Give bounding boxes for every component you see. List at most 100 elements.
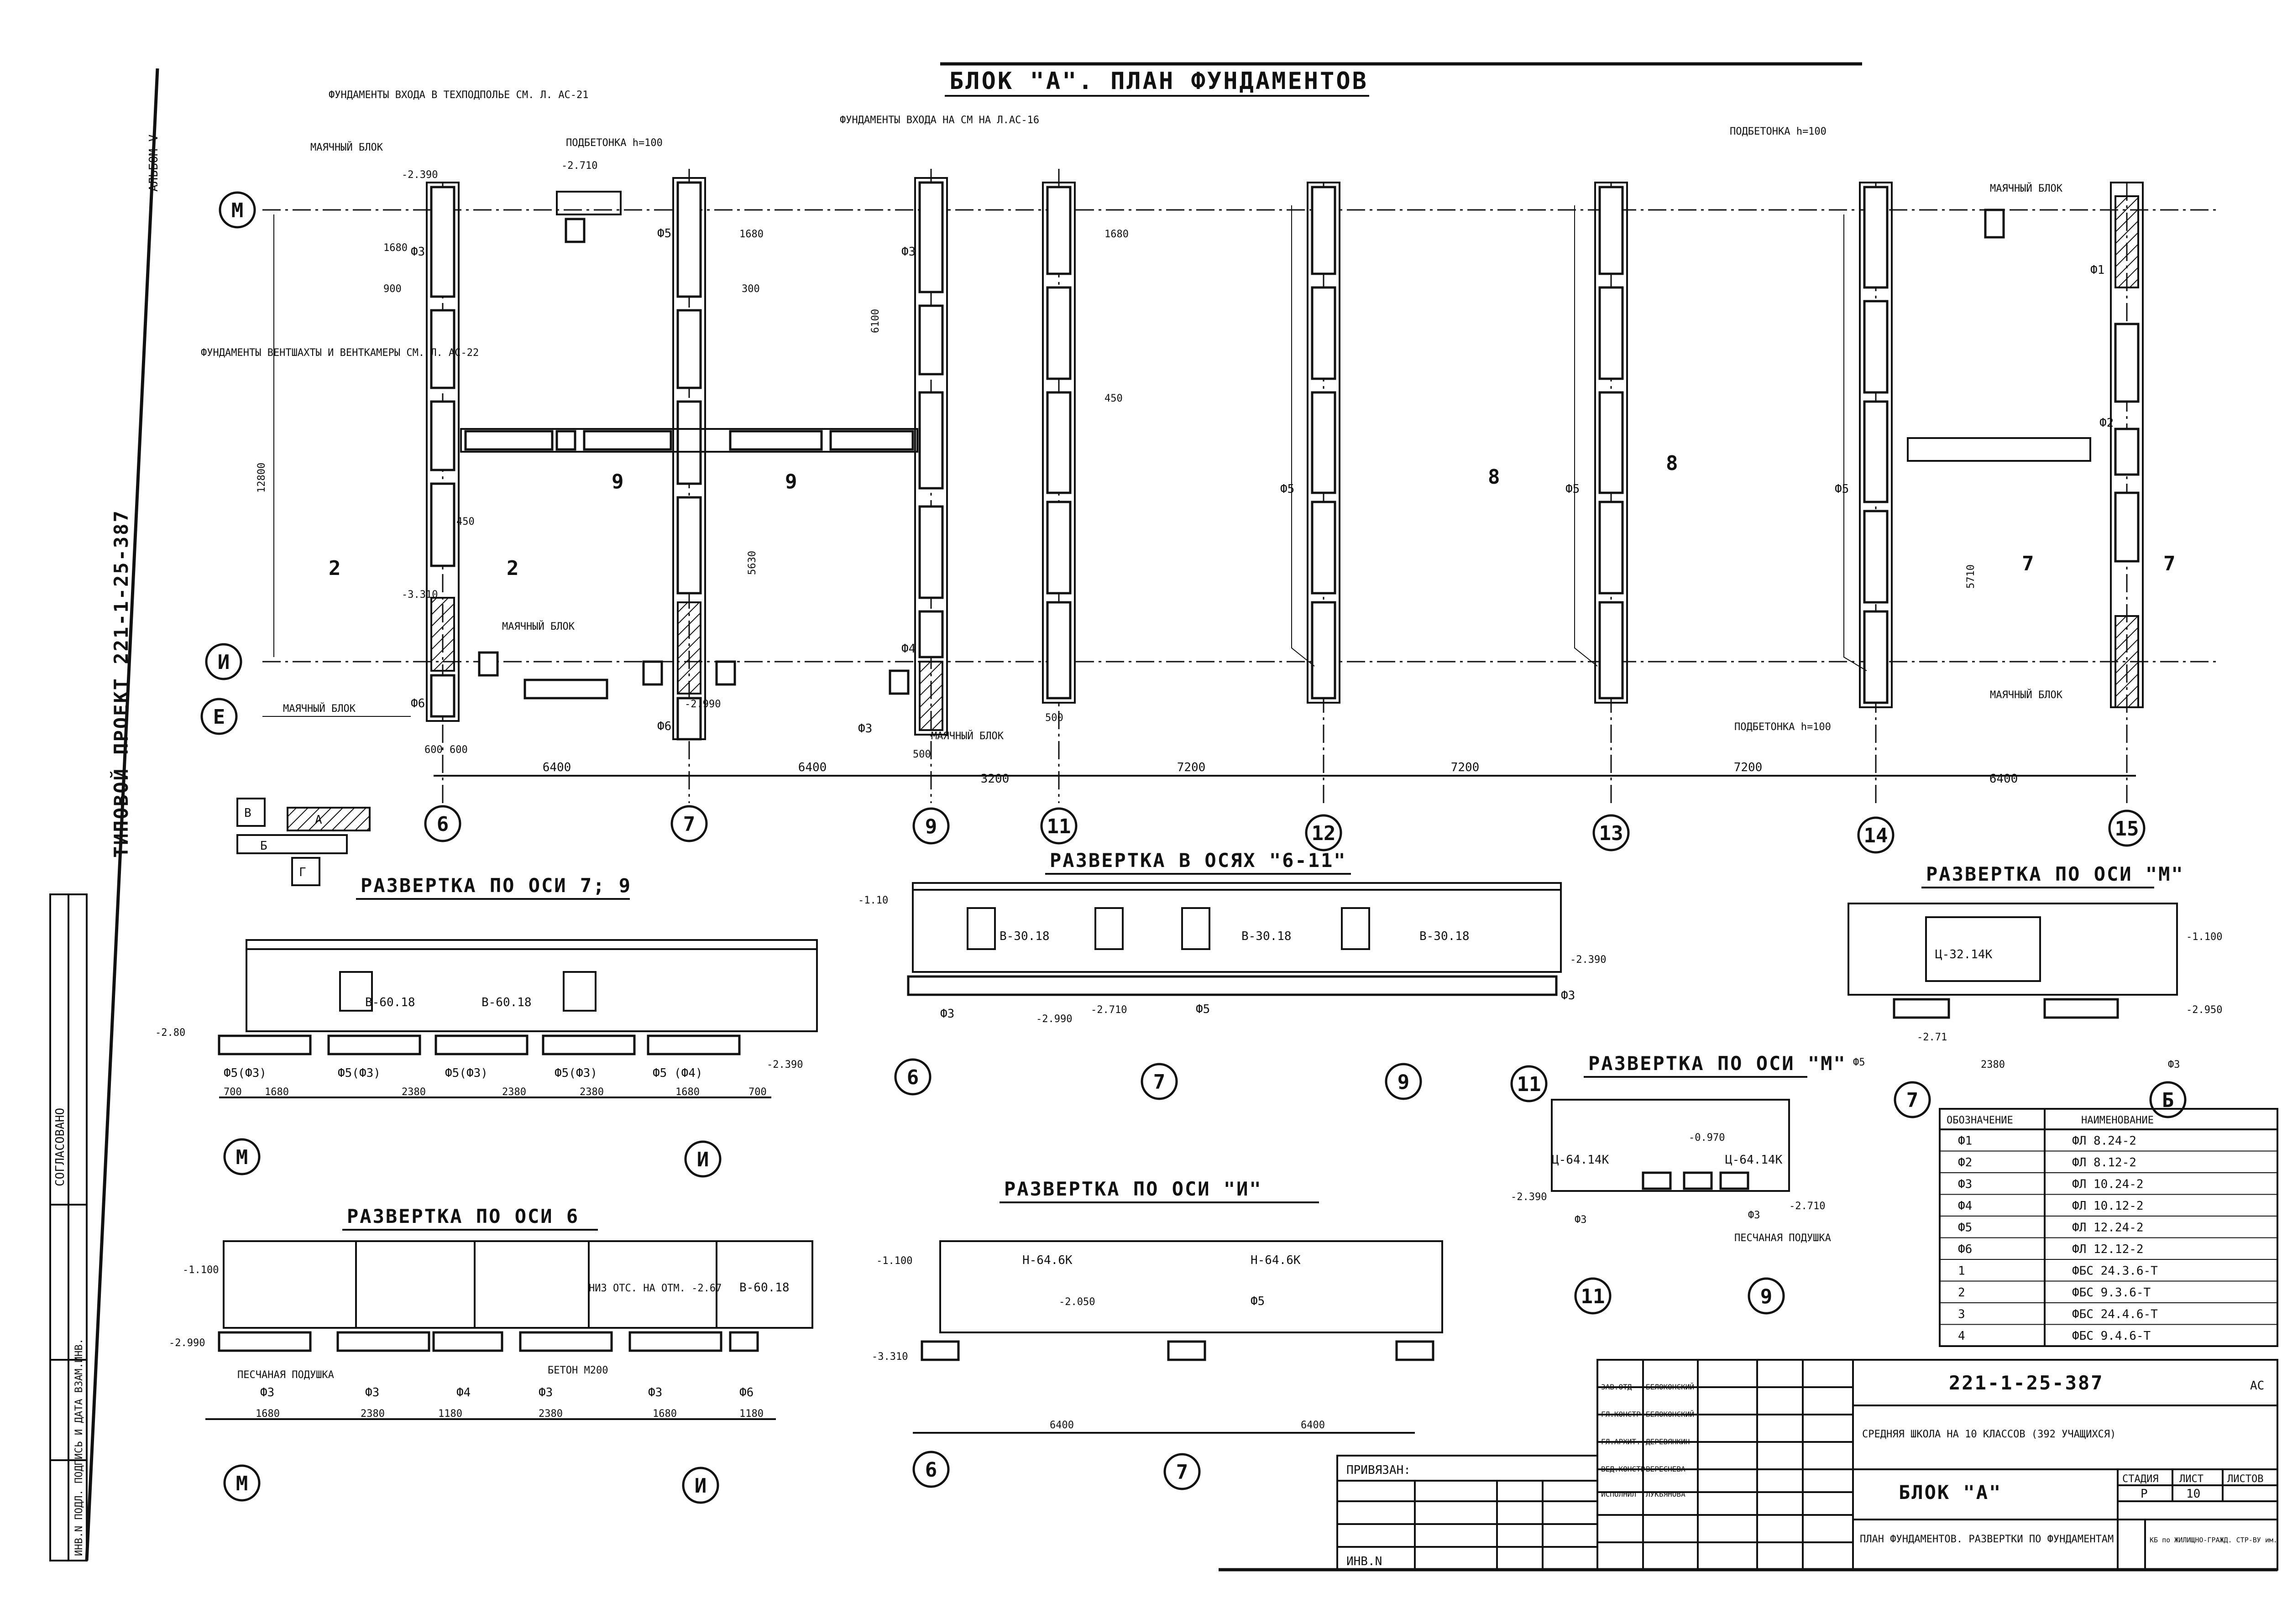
axis-bubble-I: И <box>205 643 242 680</box>
axis-bubble-13: 13 <box>1592 814 1630 851</box>
svg-text:ПОДБЕТОНКА h=100: ПОДБЕТОНКА h=100 <box>1730 126 1827 137</box>
svg-text:-2.950: -2.950 <box>2186 1004 2222 1016</box>
svg-text:Ф3: Ф3 <box>648 1386 662 1399</box>
svg-text:В-30.18: В-30.18 <box>1241 929 1292 943</box>
svg-text:В: В <box>244 806 251 820</box>
svg-text:Ф1: Ф1 <box>2090 263 2104 277</box>
svg-text:Ц-32.14К: Ц-32.14К <box>1935 948 1993 961</box>
svg-text:М: М <box>236 1146 248 1169</box>
svg-text:Ф5(Ф3): Ф5(Ф3) <box>445 1066 488 1080</box>
svg-text:И: И <box>695 1474 707 1498</box>
svg-text:Ф3: Ф3 <box>940 1007 954 1021</box>
spec-table: ОБОЗНАЧЕНИЕ НАИМЕНОВАНИЕ <box>1939 1108 2278 1347</box>
axis-bubble-M: М <box>219 191 256 229</box>
side-album-text: АЛЬБОМ V <box>147 135 161 192</box>
svg-text:Ф5(Ф3): Ф5(Ф3) <box>224 1066 267 1080</box>
svg-text:1680: 1680 <box>265 1086 289 1098</box>
svg-text:2: 2 <box>329 557 341 580</box>
svg-text:Ф3: Ф3 <box>1575 1214 1587 1226</box>
svg-text:СТАДИЯ: СТАДИЯ <box>2122 1473 2158 1485</box>
span-dimensions: 6400 6400 3200 7200 7200 7200 6400 <box>543 761 2018 786</box>
svg-text:Ф6: Ф6 <box>739 1386 754 1399</box>
svg-text:-2.71: -2.71 <box>1917 1032 1947 1043</box>
svg-text:9: 9 <box>1760 1285 1773 1308</box>
svg-text:РАЗВЕРТКА ПО ОСИ "И": РАЗВЕРТКА ПО ОСИ "И" <box>1004 1178 1262 1200</box>
spec-row-name: ФЛ 8.24-2 <box>2072 1134 2136 1148</box>
svg-text:Ф5: Ф5 <box>657 227 671 240</box>
svg-text:6400: 6400 <box>543 761 571 774</box>
svg-text:2380: 2380 <box>361 1408 385 1420</box>
svg-text:-3.310: -3.310 <box>872 1351 908 1363</box>
svg-text:В-60.18: В-60.18 <box>739 1281 790 1295</box>
svg-text:Ф3: Ф3 <box>2168 1059 2180 1070</box>
svg-text:7: 7 <box>1176 1461 1188 1484</box>
svg-text:АС: АС <box>2250 1379 2264 1393</box>
spec-row-code: Ф4 <box>1958 1199 1972 1213</box>
svg-text:Ф5: Ф5 <box>1565 482 1580 496</box>
axis-bubble-12: 12 <box>1305 814 1342 851</box>
svg-text:ФУНДАМЕНТЫ ВХОДА НА СМ НА Л.АС: ФУНДАМЕНТЫ ВХОДА НА СМ НА Л.АС-16 <box>840 115 1039 126</box>
svg-text:12800: 12800 <box>256 463 267 493</box>
svg-text:М: М <box>236 1472 248 1495</box>
dev-M-1: РАЗВЕРТКА ПО ОСИ "М" Ц-32.14К Ф5 Ф3 -1.1… <box>1848 863 2222 1118</box>
svg-text:Ф5: Ф5 <box>1251 1295 1265 1308</box>
svg-text:15: 15 <box>2115 817 2139 841</box>
svg-text:РАЗВЕРТКА ПО ОСИ "М": РАЗВЕРТКА ПО ОСИ "М" <box>1926 863 2184 885</box>
svg-text:Ф3: Ф3 <box>1748 1210 1760 1221</box>
stamp-person: БЕЛОКОНСКИЙ <box>1646 1410 1694 1419</box>
svg-text:2380: 2380 <box>502 1086 526 1098</box>
dev-7-9: РАЗВЕРТКА ПО ОСИ 7; 9 В-60.18 В-60.18 Ф5… <box>155 874 818 1178</box>
svg-text:Ц-64.14К: Ц-64.14К <box>1552 1153 1609 1167</box>
svg-text:1180: 1180 <box>438 1408 462 1420</box>
dev-M-2: РАЗВЕРТКА ПО ОСИ "М" Ц-64.14К Ц-64.14К Ф… <box>1511 1052 1845 1315</box>
svg-text:450: 450 <box>1104 393 1123 404</box>
svg-text:7: 7 <box>2163 552 2176 575</box>
svg-text:Ц-64.14К: Ц-64.14К <box>1725 1153 1783 1167</box>
stamp-role: ЗАВ.ОТД <box>1601 1383 1632 1391</box>
svg-text:2: 2 <box>507 557 519 580</box>
svg-text:-2.990: -2.990 <box>1036 1013 1072 1025</box>
svg-text:ПЕСЧАНАЯ ПОДУШКА: ПЕСЧАНАЯ ПОДУШКА <box>1734 1232 1831 1244</box>
svg-text:Ф6: Ф6 <box>411 697 425 710</box>
stamp-role: ИСПОЛНИЛ <box>1601 1490 1636 1499</box>
svg-text:ЛИСТОВ: ЛИСТОВ <box>2227 1473 2263 1485</box>
svg-text:700: 700 <box>748 1086 767 1098</box>
svg-text:-2.390: -2.390 <box>1570 954 1606 966</box>
svg-text:КБ по ЖИЛИЩНО-ГРАЖД. СТР-ВУ им: КБ по ЖИЛИЩНО-ГРАЖД. СТР-ВУ им. В.А.ЗАЧЕ… <box>2150 1536 2282 1544</box>
svg-text:МАЯЧНЫЙ БЛОК: МАЯЧНЫЙ БЛОК <box>310 141 383 153</box>
spec-row-code: 4 <box>1958 1329 1965 1343</box>
svg-text:-2.80: -2.80 <box>155 1027 185 1039</box>
spec-row-code: Ф2 <box>1958 1156 1972 1170</box>
spec-row-name: ФЛ 12.24-2 <box>2072 1221 2144 1235</box>
svg-text:МАЯЧНЫЙ БЛОК: МАЯЧНЫЙ БЛОК <box>1990 689 2063 701</box>
spec-row-name: ФЛ 8.12-2 <box>2072 1156 2136 1170</box>
svg-text:2380: 2380 <box>1981 1059 2005 1070</box>
axis-bubble-E: Е <box>200 698 238 735</box>
svg-text:6: 6 <box>437 813 449 836</box>
svg-text:-2.390: -2.390 <box>402 169 438 181</box>
svg-text:ФУНДАМЕНТЫ ВЕНТШАХТЫ И ВЕНТКАМ: ФУНДАМЕНТЫ ВЕНТШАХТЫ И ВЕНТКАМЕРЫ СМ. Л.… <box>201 347 479 359</box>
svg-text:8: 8 <box>1488 465 1500 489</box>
side-agreed-text: СОГЛАСОВАНО <box>53 1108 67 1186</box>
dev-6-11: РАЗВЕРТКА В ОСЯХ "6-11" В-30.18 В-30.18 … <box>858 849 1606 1102</box>
stamp-person: ДЕРЕВЯНКИН <box>1646 1437 1690 1446</box>
svg-text:-2.050: -2.050 <box>1059 1296 1095 1308</box>
svg-text:МАЯЧНЫЙ БЛОК: МАЯЧНЫЙ БЛОК <box>502 621 575 632</box>
svg-text:12: 12 <box>1312 822 1336 845</box>
svg-text:Ф3: Ф3 <box>1561 989 1575 1003</box>
svg-text:РАЗВЕРТКА ПО ОСИ 6: РАЗВЕРТКА ПО ОСИ 6 <box>347 1205 579 1227</box>
svg-text:-1.100: -1.100 <box>876 1255 912 1267</box>
svg-text:450: 450 <box>456 516 475 527</box>
svg-text:6400: 6400 <box>1301 1420 1325 1431</box>
svg-text:Ф3: Ф3 <box>539 1386 553 1399</box>
svg-text:-1.100: -1.100 <box>183 1264 219 1276</box>
spec-row-name: ФЛ 10.24-2 <box>2072 1178 2144 1191</box>
side-project-text: ТИПОВОЙ ПРОЕКТ 221-1-25-387 <box>110 509 132 858</box>
spec-row-code: Ф6 <box>1958 1243 1972 1256</box>
svg-text:8: 8 <box>1666 452 1678 475</box>
svg-text:5710: 5710 <box>1965 564 1977 589</box>
svg-text:-2.710: -2.710 <box>1091 1004 1127 1016</box>
svg-text:В-30.18: В-30.18 <box>1419 929 1470 943</box>
stamp-person: ВЕРЕСНЕВА <box>1646 1465 1685 1473</box>
